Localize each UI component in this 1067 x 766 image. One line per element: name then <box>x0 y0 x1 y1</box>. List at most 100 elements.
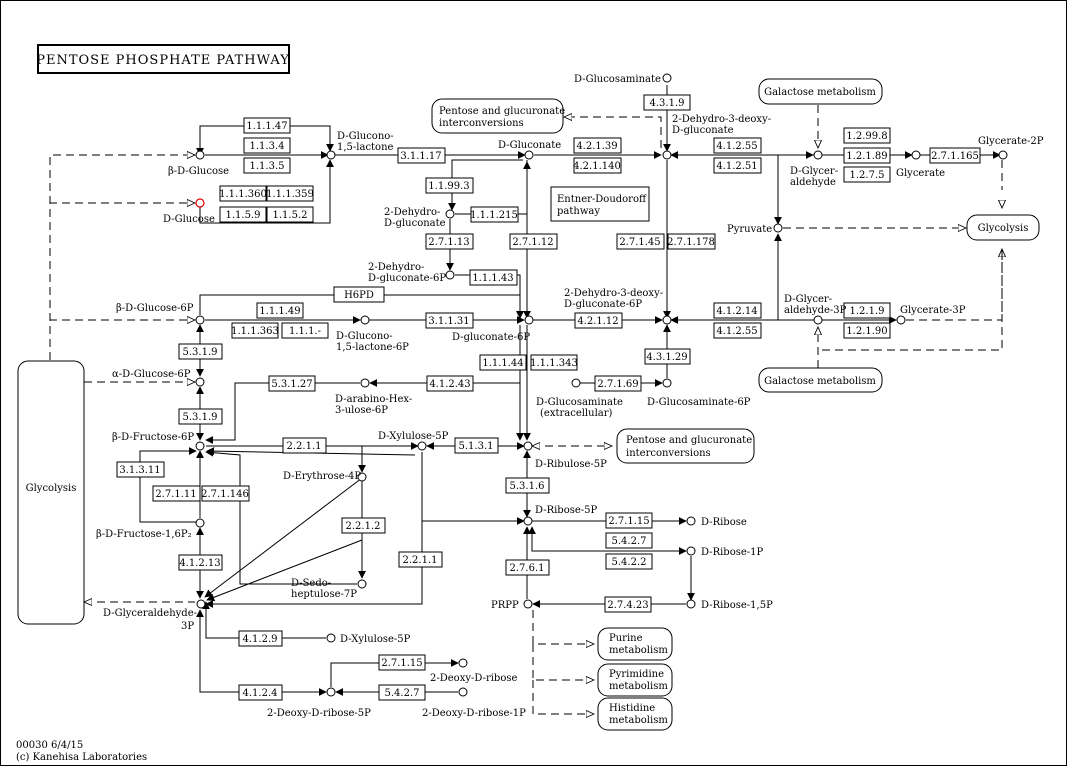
enzyme-2-2-1-1-b[interactable]: 2.2.1.1 <box>398 551 443 568</box>
node-d-gluconate[interactable] <box>524 150 534 160</box>
enzyme-5-3-1-9-b[interactable]: 5.3.1.9 <box>178 408 223 425</box>
map-glycolysis-left[interactable]: Glycolysis <box>17 360 85 625</box>
node-dehydro-gluconate[interactable] <box>445 209 455 219</box>
enzyme-2-2-1-2[interactable]: 2.2.1.2 <box>341 517 386 534</box>
node-dehydro-gluconate-6p[interactable] <box>445 270 455 280</box>
enzyme-h6pd[interactable]: H6PD <box>333 286 385 303</box>
node-d-ribose-5p[interactable] <box>523 516 533 526</box>
enzyme-5-4-2-2[interactable]: 5.4.2.2 <box>605 553 653 570</box>
node-d-glycerate[interactable] <box>911 150 921 160</box>
enzyme-2-7-1-178[interactable]: 2.7.1.178 <box>667 233 716 250</box>
enzyme-1-1-1-47[interactable]: 1.1.1.47 <box>243 117 291 134</box>
node-glycerate-3p[interactable] <box>896 315 906 325</box>
node-glycerate-2p[interactable] <box>998 150 1008 160</box>
enzyme-4-1-2-51[interactable]: 4.1.2.51 <box>713 157 762 174</box>
node-d-glyceraldehyde-3p[interactable] <box>813 315 823 325</box>
enzyme-1-1-3-5[interactable]: 1.1.3.5 <box>243 157 291 174</box>
enzyme-1-1-5-2[interactable]: 1.1.5.2 <box>266 206 314 223</box>
node-d-glucosaminate[interactable] <box>662 73 672 83</box>
enzyme-1-2-7-5[interactable]: 1.2.7.5 <box>843 166 891 183</box>
map-pentose-glucuronate-mid[interactable]: Pentose and glucuronate interconversions <box>616 428 755 464</box>
enzyme-4-2-1-140[interactable]: 4.2.1.140 <box>573 157 622 174</box>
enzyme-2-2-1-1-a[interactable]: 2.2.1.1 <box>282 437 327 454</box>
enzyme-4-2-1-39[interactable]: 4.2.1.39 <box>573 137 622 154</box>
enzyme-2-7-1-45[interactable]: 2.7.1.45 <box>616 233 665 250</box>
node-d-ribose[interactable] <box>686 516 696 526</box>
enzyme-2-7-1-165[interactable]: 2.7.1.165 <box>929 147 981 164</box>
enzyme-1-1-1-359[interactable]: 1.1.1.359 <box>266 185 314 202</box>
enzyme-1-2-99-8[interactable]: 1.2.99.8 <box>843 127 891 144</box>
enzyme-3-1-3-11[interactable]: 3.1.3.11 <box>116 461 165 478</box>
node-d-sedoheptulose-7p[interactable] <box>357 579 367 589</box>
enzyme-1-1-1-360[interactable]: 1.1.1.360 <box>219 185 267 202</box>
node-d-arabino-hex-3-ulose-6p[interactable] <box>360 378 370 388</box>
enzyme-5-3-1-6[interactable]: 5.3.1.6 <box>505 477 550 494</box>
node-d-glyceraldehyde[interactable] <box>813 150 823 160</box>
enzyme-4-1-2-13[interactable]: 4.1.2.13 <box>178 554 223 571</box>
enzyme-4-2-1-12[interactable]: 4.2.1.12 <box>574 312 623 329</box>
enzyme-2-7-1-13[interactable]: 2.7.1.13 <box>425 233 474 250</box>
enzyme-5-4-2-7-a[interactable]: 5.4.2.7 <box>605 532 653 549</box>
enzyme-1-1-1-43[interactable]: 1.1.1.43 <box>469 269 518 286</box>
enzyme-3-1-1-17[interactable]: 3.1.1.17 <box>397 147 446 164</box>
node-prpp[interactable] <box>523 599 533 609</box>
enzyme-1-1-1-215[interactable]: 1.1.1.215 <box>470 206 519 223</box>
enzyme-2-7-4-23[interactable]: 2.7.4.23 <box>604 596 652 613</box>
enzyme-1-1-3-4[interactable]: 1.1.3.4 <box>243 137 291 154</box>
map-pentose-glucuronate-top[interactable]: Pentose and glucuronate interconversions <box>431 98 565 134</box>
enzyme-1-1-1-dash[interactable]: 1.1.1.- <box>281 322 329 339</box>
node-d-glucono-lactone[interactable] <box>326 150 336 160</box>
enzyme-1-1-1-343[interactable]: 1.1.1.343 <box>530 354 578 371</box>
enzyme-1-1-5-9[interactable]: 1.1.5.9 <box>219 206 267 223</box>
enzyme-1-1-1-44[interactable]: 1.1.1.44 <box>479 354 527 371</box>
enzyme-1-1-99-3[interactable]: 1.1.99.3 <box>425 177 474 194</box>
enzyme-2-7-1-15-b[interactable]: 2.7.1.15 <box>378 654 426 671</box>
enzyme-4-3-1-29[interactable]: 4.3.1.29 <box>644 348 691 365</box>
enzyme-4-1-2-55-top[interactable]: 4.1.2.55 <box>713 137 762 154</box>
node-d-glucosaminate-6p[interactable] <box>662 378 672 388</box>
enzyme-1-2-1-90[interactable]: 1.2.1.90 <box>843 322 891 339</box>
enzyme-4-1-2-14[interactable]: 4.1.2.14 <box>713 302 762 319</box>
enzyme-2-7-1-11[interactable]: 2.7.1.11 <box>152 485 201 502</box>
node-d-erythrose-4p[interactable] <box>357 472 367 482</box>
enzyme-4-1-2-55-bottom[interactable]: 4.1.2.55 <box>713 322 762 339</box>
node-d-gluconate-6p[interactable] <box>524 315 534 325</box>
node-b-d-glucose[interactable] <box>195 150 205 160</box>
node-d-xylulose-5p[interactable] <box>417 441 427 451</box>
node-deoxy-d-ribose[interactable] <box>458 658 468 668</box>
node-d-ribulose-5p[interactable] <box>523 441 533 451</box>
enzyme-4-1-2-43[interactable]: 4.1.2.43 <box>426 375 474 392</box>
enzyme-1-1-1-49[interactable]: 1.1.1.49 <box>256 302 304 319</box>
map-galactose-bottom[interactable]: Galactose metabolism <box>758 367 883 393</box>
node-d-glucose[interactable] <box>195 198 205 208</box>
enzyme-2-7-6-1[interactable]: 2.7.6.1 <box>505 559 550 576</box>
map-entner-doudoroff[interactable]: Entner-Doudoroff pathway <box>550 186 650 222</box>
node-a-d-glucose-6p[interactable] <box>195 377 205 387</box>
node-deoxy-d-ribose-1p[interactable] <box>458 687 468 697</box>
node-d-glyceraldehyde-3p-left[interactable] <box>196 599 206 609</box>
node-d-xylulose-5p-2[interactable] <box>326 633 336 643</box>
enzyme-2-7-1-12[interactable]: 2.7.1.12 <box>509 233 558 250</box>
map-galactose-top[interactable]: Galactose metabolism <box>758 78 883 105</box>
node-deoxy-d-ribose-5p[interactable] <box>326 687 336 697</box>
node-d-glucono-lactone-6p[interactable] <box>360 315 370 325</box>
map-purine[interactable]: Purine metabolism <box>597 627 673 661</box>
node-dehydro-deoxy-gluconate[interactable] <box>662 150 672 160</box>
enzyme-5-3-1-27[interactable]: 5.3.1.27 <box>268 375 316 392</box>
node-b-d-fructose-16p2[interactable] <box>195 518 205 528</box>
map-pyrimidine[interactable]: Pyrimidine metabolism <box>597 663 673 697</box>
node-d-glucosaminate-ext[interactable] <box>571 378 581 388</box>
node-pyruvate[interactable] <box>773 223 783 233</box>
enzyme-1-2-1-89[interactable]: 1.2.1.89 <box>843 147 891 164</box>
enzyme-5-1-3-1[interactable]: 5.1.3.1 <box>454 437 499 454</box>
map-glycolysis-right[interactable]: Glycolysis <box>966 214 1040 241</box>
node-d-ribose-15p[interactable] <box>686 599 696 609</box>
node-dehydro-deoxy-gluconate-6p[interactable] <box>662 315 672 325</box>
enzyme-5-3-1-9-a[interactable]: 5.3.1.9 <box>178 343 223 360</box>
enzyme-2-7-1-15-a[interactable]: 2.7.1.15 <box>605 512 653 529</box>
enzyme-4-1-2-9[interactable]: 4.1.2.9 <box>238 630 283 647</box>
map-histidine[interactable]: Histidine metabolism <box>597 697 673 731</box>
node-d-ribose-1p[interactable] <box>686 546 696 556</box>
enzyme-2-7-1-69[interactable]: 2.7.1.69 <box>594 375 642 392</box>
enzyme-1-1-1-363[interactable]: 1.1.1.363 <box>231 322 279 339</box>
